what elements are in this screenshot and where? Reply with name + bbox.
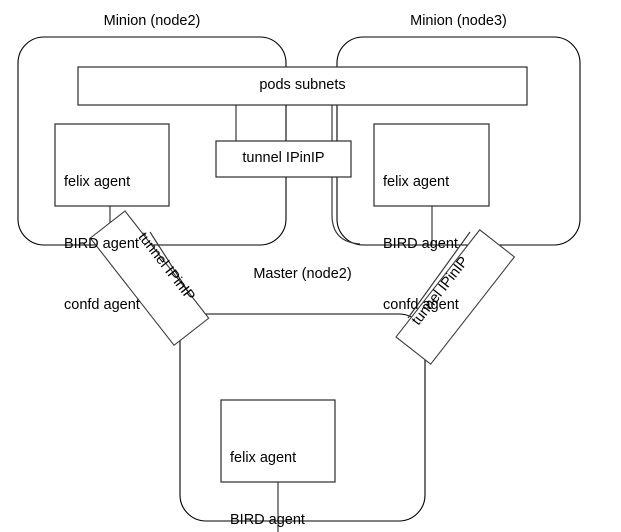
agent-line-felix: felix agent — [64, 174, 131, 190]
tunnel-ipinip-center-label: tunnel IPinIP — [242, 150, 325, 166]
master-agents-label: felix agent BIRD agent confd agent — [230, 407, 335, 532]
tunnel-ipinip-right-box — [395, 229, 516, 365]
connector-diagonal-right — [407, 231, 471, 319]
agent-line-bird: BIRD agent — [230, 511, 305, 528]
tunnel-ipinip-left-box — [89, 210, 210, 347]
agent-line-confd: confd agent — [64, 297, 140, 313]
minion-right-agents-label: felix agent BIRD agent confd agent — [383, 131, 489, 357]
agent-line-bird: BIRD agent — [64, 235, 139, 252]
minion-left-title: Minion (node2) — [103, 13, 201, 29]
master-title: Master (node2) — [253, 266, 352, 282]
agent-line-bird: BIRD agent — [383, 235, 458, 252]
agent-line-felix: felix agent — [383, 174, 450, 190]
connector-tunnel-curve-right — [331, 214, 361, 245]
master-agents-box — [220, 399, 336, 483]
pods-subnets-box — [77, 66, 528, 106]
minion-left-agents-box — [54, 123, 170, 207]
minion-right-agents-box — [373, 123, 490, 207]
minion-left-agents-label: felix agent BIRD agent confd agent — [64, 131, 169, 357]
agent-line-felix: felix agent — [230, 450, 297, 466]
agent-line-confd: confd agent — [383, 297, 459, 313]
pods-subnets-label: pods subnets — [259, 77, 346, 93]
tunnel-ipinip-center-box — [215, 140, 352, 178]
minion-right-title: Minion (node3) — [410, 13, 507, 29]
master-container — [179, 313, 426, 522]
